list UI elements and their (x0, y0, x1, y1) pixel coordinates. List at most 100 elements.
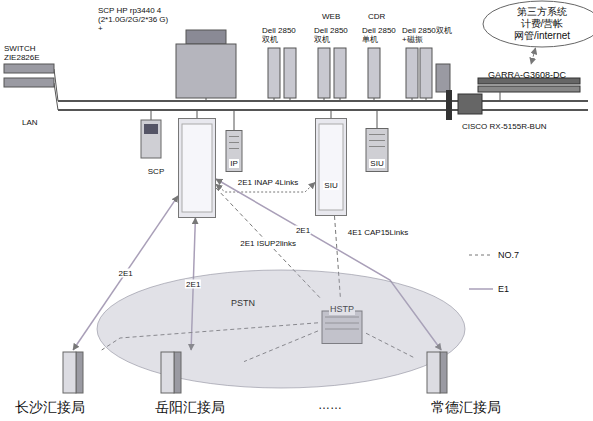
cable (377, 110, 378, 128)
part-label: CISCO RX-5155R-BUN (462, 122, 588, 131)
legend-sample (468, 251, 494, 259)
text-holder: 岳阳汇接局 (136, 398, 244, 416)
dell-server (318, 48, 330, 98)
server-top (186, 30, 226, 44)
part-label: SWITCH ZIE2826E (4, 44, 48, 62)
cabinet-front (182, 124, 212, 212)
building-front (161, 352, 174, 393)
edge-label: 2E1 (117, 268, 133, 277)
node-text: GARRA-G3608-DC (488, 70, 566, 81)
legend-text: E1 (498, 284, 509, 294)
node-text: 常德汇接局 (431, 398, 501, 416)
dell-server (284, 48, 296, 98)
garra-unit (478, 86, 580, 92)
edge-label: 4E1 CAP15Links (347, 228, 409, 237)
rack-body (226, 131, 242, 172)
node-text: PSTN (231, 298, 255, 309)
node-text: 长沙汇接局 (15, 398, 85, 416)
ellipse-outline (483, 1, 593, 47)
lan-bus (58, 109, 588, 111)
dell-server (368, 48, 380, 98)
part-label: CDR (368, 12, 385, 21)
cable (426, 98, 427, 101)
rack-slot (369, 134, 385, 135)
legend-item: NO.7 (468, 250, 519, 260)
part-label: SCP HP rp3440 4 (2*1.0G/2G/2*36 G) + (98, 6, 172, 33)
building-front (427, 352, 440, 393)
cable (500, 92, 501, 101)
rack-slot (229, 148, 239, 149)
cable (374, 98, 375, 101)
cable (274, 98, 275, 101)
small-rack (141, 120, 161, 158)
part-label: …… (318, 398, 342, 412)
text-holder: 长沙汇接局 (0, 398, 102, 416)
rack-slot (369, 146, 385, 147)
switch-unit (4, 64, 54, 73)
building-icon (62, 350, 84, 394)
building-front (63, 352, 76, 393)
edge-label: 2E1 (185, 280, 201, 289)
dell-server (268, 48, 280, 98)
text-holder: 第三方系统 计费/营帐 网管/internet (482, 0, 593, 48)
node-text: SIU (323, 181, 338, 190)
connector (531, 48, 535, 64)
cabinet-body (316, 119, 347, 216)
node-text: 第三方系统 计费/营帐 网管/internet (505, 6, 579, 42)
switch-unit (4, 78, 54, 87)
siu-cabinet: SIU (315, 118, 347, 216)
text-holder: SIU (362, 152, 392, 170)
pstn-cloud: PSTN (95, 268, 467, 390)
legend-line (469, 255, 493, 256)
text-holder: PSTN (231, 292, 255, 310)
building-side (174, 352, 181, 393)
building-icon (426, 350, 448, 394)
tandem-office: 岳阳汇接局 (136, 350, 244, 418)
edge-label: 2E1 (295, 225, 311, 234)
cable (340, 98, 341, 101)
cabinet-front (319, 124, 343, 210)
cabinet-shape (315, 118, 347, 216)
legend-line (469, 288, 493, 290)
cable (234, 110, 235, 130)
dell-servers (268, 48, 432, 101)
cable (197, 110, 198, 118)
edge-label: 2E1 INAP 4Links (237, 178, 299, 187)
siu-rack: SIU (362, 128, 392, 172)
cable (151, 110, 152, 120)
building-side (440, 352, 447, 393)
node-text: IP (229, 159, 239, 168)
scp-cabinet: SCP (178, 118, 216, 218)
node-text: 岳阳汇接局 (155, 398, 225, 416)
cable (324, 98, 325, 101)
rack-body (366, 129, 388, 172)
part-label: Dell 2850 单机 (362, 26, 404, 44)
text-holder: GARRA-G3608-DC (468, 64, 586, 82)
dell-server (406, 48, 418, 98)
firewall-bar (446, 90, 452, 120)
lan-bus (58, 100, 588, 102)
cable (290, 98, 291, 101)
cable (412, 98, 413, 101)
building-icon (160, 350, 182, 394)
part-label: WEB (322, 12, 340, 21)
node-text: SIU (369, 159, 384, 168)
cabinet-body (179, 119, 216, 218)
legend-text: NO.7 (498, 250, 519, 260)
part-label: Dell 2850 双机 (262, 26, 304, 44)
text-holder: 常德汇接局 (414, 398, 518, 416)
building-side (76, 352, 83, 393)
gateway-device: GARRA-G3608-DC (468, 64, 586, 94)
tandem-office: 长沙汇接局 (0, 350, 102, 418)
edge-label: 2E1 ISUP2links (239, 239, 297, 248)
cable (54, 83, 58, 110)
dell-server (334, 48, 346, 98)
rack-slot (229, 136, 239, 137)
tandem-office: 常德汇接局 (414, 350, 518, 418)
tower-server (176, 44, 236, 98)
cloud-fill (97, 270, 465, 388)
cable (331, 110, 332, 118)
external-system-ellipse: 第三方系统 计费/营帐 网管/internet (482, 0, 593, 48)
cabinet-shape (178, 118, 216, 218)
